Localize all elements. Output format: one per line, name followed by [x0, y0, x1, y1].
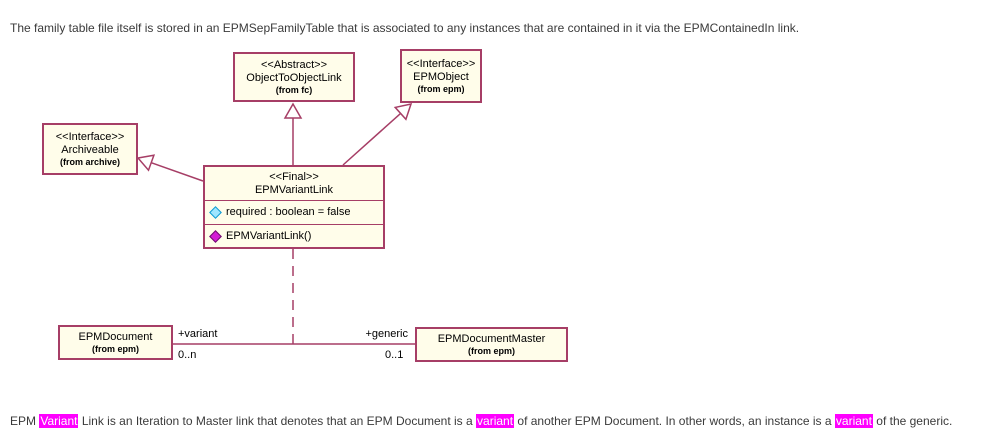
association-role-generic: +generic: [365, 328, 408, 340]
class-name: EPMDocument: [78, 330, 153, 343]
class-package: (from epm): [417, 83, 465, 94]
footer-highlighted-word: Variant: [39, 414, 79, 428]
attribute-text: required : boolean = false: [226, 206, 351, 218]
class-epmvariantlink: <<Final>> EPMVariantLink required : bool…: [203, 165, 385, 249]
class-operations-compartment: EPMVariantLink(): [205, 224, 383, 247]
class-stereotype: <<Interface>>: [55, 130, 125, 143]
association-cardinality-variant: 0..n: [178, 349, 197, 361]
class-name: EPMDocumentMaster: [437, 332, 546, 345]
class-archiveable: <<Interface>> Archiveable (from archive): [42, 123, 138, 175]
class-stereotype: <<Interface>>: [406, 57, 476, 70]
attribute-diamond-icon: [209, 206, 222, 219]
class-attributes-compartment: required : boolean = false: [205, 200, 383, 224]
class-package: (from fc): [275, 84, 313, 95]
footer-segment: of another EPM Document. In other words,…: [514, 414, 835, 428]
intro-paragraph: The family table file itself is stored i…: [10, 21, 800, 35]
operation-diamond-icon: [209, 229, 222, 243]
class-title-compartment: <<Final>> EPMVariantLink: [205, 167, 383, 200]
association-cardinality-generic: 0..1: [385, 349, 404, 361]
footer-highlighted-word: variant: [834, 414, 873, 428]
class-epmdocumentmaster: EPMDocumentMaster (from epm): [415, 327, 568, 362]
generalization-arrowhead-icon: [393, 102, 413, 121]
class-epmdocument: EPMDocument (from epm): [58, 325, 173, 360]
class-name: EPMObject: [413, 70, 469, 83]
footer-segment: of the generic.: [872, 414, 953, 428]
class-package: (from epm): [468, 345, 515, 356]
class-name: ObjectToObjectLink: [246, 71, 342, 84]
class-epmobject: <<Interface>> EPMObject (from epm): [400, 49, 482, 103]
class-stereotype: <<Final>>: [269, 170, 319, 183]
class-name: Archiveable: [61, 143, 119, 156]
generalization-arrowhead-icon: [283, 102, 303, 119]
operation-text: EPMVariantLink(): [226, 229, 312, 242]
generalization-line-archiveable: [150, 161, 204, 182]
class-package: (from epm): [92, 343, 139, 354]
class-name: EPMVariantLink: [254, 183, 334, 196]
footer-highlighted-word: variant: [476, 414, 515, 428]
footer-segment: EPM: [10, 414, 40, 428]
generalization-line-epmobject: [342, 112, 402, 166]
class-package: (from archive): [59, 156, 121, 167]
footer-segment: Link is an Iteration to Master link that…: [78, 414, 477, 428]
generalization-arrowhead-icon: [136, 154, 156, 172]
footer-paragraph: EPM Variant Link is an Iteration to Mast…: [10, 414, 952, 428]
class-objecttoobjectlink: <<Abstract>> ObjectToObjectLink (from fc…: [233, 52, 355, 102]
class-stereotype: <<Abstract>>: [260, 58, 328, 71]
association-role-variant: +variant: [178, 328, 218, 340]
